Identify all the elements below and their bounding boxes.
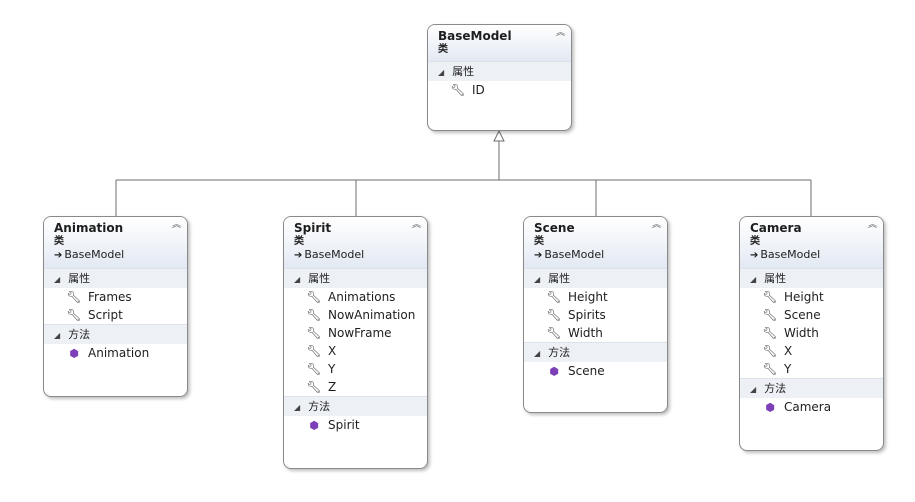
section-methods[interactable]: ◢方法 [740,378,883,398]
class-spirit[interactable]: Spirit 类 ➔BaseModel ︽ ◢属性 🔧︎Animations 🔧… [283,216,428,469]
double-chevron-up-icon[interactable]: ︽ [171,220,181,230]
method-cube-icon: ⬢ [549,365,559,378]
arrow-right-icon: ➔ [750,250,759,261]
class-kind: 类 [54,236,64,247]
class-header: BaseModel 类 ︽ [428,25,571,61]
wrench-icon: 🔧︎ [546,308,562,322]
triangle-expanded-icon: ◢ [534,275,541,284]
inheritance-arrowhead [493,129,505,142]
arrow-right-icon: ➔ [534,250,543,261]
class-name: Camera [750,221,802,235]
wrench-icon: 🔧︎ [762,344,778,358]
property-item[interactable]: 🔧︎Script [66,308,123,322]
method-item[interactable]: ⬢Scene [524,362,667,380]
triangle-expanded-icon: ◢ [54,331,61,340]
double-chevron-up-icon[interactable]: ︽ [651,220,661,230]
double-chevron-up-icon[interactable]: ︽ [411,220,421,230]
class-header: Scene 类 ➔BaseModel ︽ [524,217,667,268]
wrench-icon: 🔧︎ [306,308,322,322]
base-class: ➔BaseModel [294,248,365,261]
triangle-expanded-icon: ◢ [294,275,301,284]
property-item[interactable]: 🔧︎Scene [762,308,821,322]
wrench-icon: 🔧︎ [306,326,322,340]
section-properties[interactable]: ◢属性 [284,268,427,288]
triangle-expanded-icon: ◢ [438,68,445,77]
wrench-icon: 🔧︎ [546,326,562,340]
base-class: ➔BaseModel [54,248,125,261]
method-item[interactable]: ⬢Animation [44,344,187,362]
wrench-icon: 🔧︎ [762,308,778,322]
wrench-icon: 🔧︎ [762,362,778,376]
class-name: Animation [54,221,124,235]
property-item[interactable]: 🔧︎Height [762,290,824,304]
class-name: BaseModel [438,29,512,43]
property-item[interactable]: 🔧︎NowAnimation [306,308,416,322]
method-cube-icon: ⬢ [765,401,775,414]
class-camera[interactable]: Camera 类 ➔BaseModel ︽ ◢属性 🔧︎Height 🔧︎Sce… [739,216,884,451]
wrench-icon: 🔧︎ [66,308,82,322]
property-item[interactable]: 🔧︎Frames [66,290,132,304]
base-class: ➔BaseModel [534,248,605,261]
base-class: ➔BaseModel [750,248,821,261]
property-item[interactable]: 🔧︎Z [306,380,337,394]
property-item[interactable]: 🔧︎X [306,344,337,358]
property-item[interactable]: 🔧︎Y [306,362,336,376]
wrench-icon: 🔧︎ [762,290,778,304]
section-methods[interactable]: ◢方法 [284,396,427,416]
property-item[interactable]: 🔧︎Y [762,362,792,376]
section-properties[interactable]: ◢属性 [740,268,883,288]
arrow-right-icon: ➔ [54,250,63,261]
arrow-right-icon: ➔ [294,250,303,261]
wrench-icon: 🔧︎ [66,290,82,304]
property-item[interactable]: 🔧︎ID [450,83,485,97]
class-scene[interactable]: Scene 类 ➔BaseModel ︽ ◢属性 🔧︎Height 🔧︎Spir… [523,216,668,413]
wrench-icon: 🔧︎ [450,83,466,97]
section-methods[interactable]: ◢方法 [524,342,667,362]
property-item[interactable]: 🔧︎Animations [306,290,396,304]
property-item[interactable]: 🔧︎Width [762,326,819,340]
section-methods[interactable]: ◢方法 [44,324,187,344]
class-name: Scene [534,221,575,235]
double-chevron-up-icon[interactable]: ︽ [867,220,877,230]
wrench-icon: 🔧︎ [306,380,322,394]
class-kind: 类 [438,44,448,55]
class-header: Spirit 类 ➔BaseModel ︽ [284,217,427,268]
method-item[interactable]: ⬢Spirit [284,416,427,434]
method-item[interactable]: ⬢Camera [740,398,883,416]
property-item[interactable]: 🔧︎NowFrame [306,326,392,340]
triangle-expanded-icon: ◢ [750,385,757,394]
class-basemodel[interactable]: BaseModel 类 ︽ ◢属性 🔧︎ID [427,24,572,131]
property-item[interactable]: 🔧︎X [762,344,793,358]
class-kind: 类 [750,236,760,247]
section-properties[interactable]: ◢属性 [428,61,571,81]
triangle-expanded-icon: ◢ [750,275,757,284]
wrench-icon: 🔧︎ [306,290,322,304]
section-properties[interactable]: ◢属性 [524,268,667,288]
method-cube-icon: ⬢ [69,347,79,360]
wrench-icon: 🔧︎ [306,362,322,376]
class-kind: 类 [534,236,544,247]
class-kind: 类 [294,236,304,247]
wrench-icon: 🔧︎ [762,326,778,340]
class-header: Animation 类 ➔BaseModel ︽ [44,217,187,268]
class-header: Camera 类 ➔BaseModel ︽ [740,217,883,268]
wrench-icon: 🔧︎ [546,290,562,304]
section-properties[interactable]: ◢属性 [44,268,187,288]
class-name: Spirit [294,221,332,235]
double-chevron-up-icon[interactable]: ︽ [555,28,565,38]
triangle-expanded-icon: ◢ [294,403,301,412]
triangle-expanded-icon: ◢ [534,349,541,358]
property-item[interactable]: 🔧︎Spirits [546,308,606,322]
triangle-expanded-icon: ◢ [54,275,61,284]
property-item[interactable]: 🔧︎Width [546,326,603,340]
property-item[interactable]: 🔧︎Height [546,290,608,304]
method-cube-icon: ⬢ [309,419,319,432]
wrench-icon: 🔧︎ [306,344,322,358]
class-animation[interactable]: Animation 类 ➔BaseModel ︽ ◢属性 🔧︎Frames 🔧︎… [43,216,188,397]
